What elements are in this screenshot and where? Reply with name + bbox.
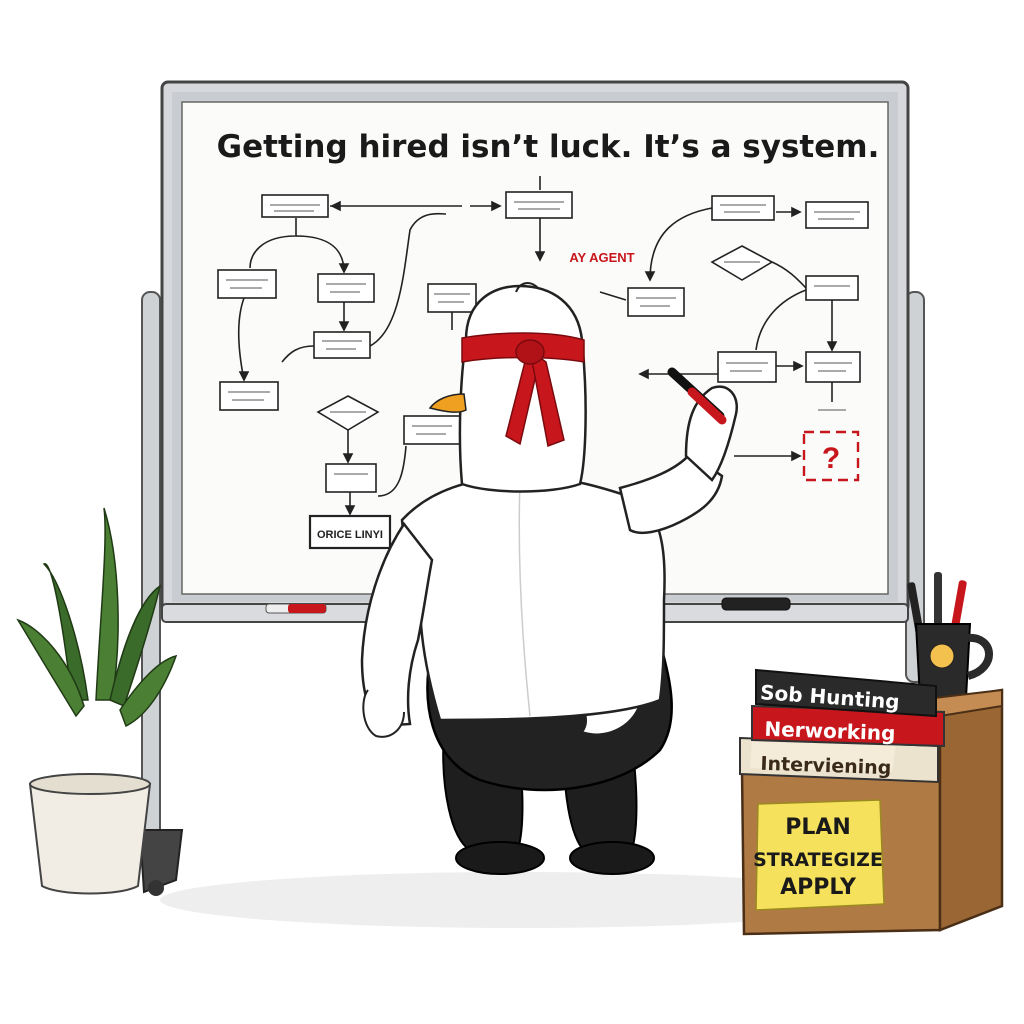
- flow-box: [711, 195, 775, 221]
- whiteboard-stand: [138, 291, 925, 896]
- flow-box: [308, 514, 392, 550]
- flow-box: [317, 273, 375, 303]
- book-title-middle: Nerworking: [764, 717, 896, 746]
- board-title: Getting hired isn’t luck. It’s a system.: [217, 129, 880, 165]
- book-stack: [739, 668, 945, 784]
- book-title-bottom: Interviening: [760, 753, 892, 780]
- question-box: ?: [802, 430, 860, 482]
- flow-box: [805, 201, 869, 229]
- potted-plant: [16, 507, 178, 895]
- flow-box: [805, 275, 859, 301]
- flow-box: [627, 287, 685, 317]
- flow-box: [505, 191, 573, 219]
- flowchart: [217, 176, 869, 550]
- flow-box: [219, 381, 279, 411]
- question-mark: ?: [822, 442, 840, 475]
- sticky-note: [755, 799, 885, 911]
- flow-box: [217, 269, 277, 299]
- floor-shadow: [160, 872, 880, 928]
- final-box-label: ORICE LINYI: [317, 529, 383, 541]
- flow-box: [805, 351, 861, 383]
- flow-box: [261, 194, 329, 218]
- flow-box: [313, 331, 371, 359]
- agent-label: AY AGENT: [569, 250, 634, 265]
- marker-mug: [907, 572, 993, 705]
- sticky-line-apply: APPLY: [780, 875, 857, 900]
- flow-box: [717, 351, 777, 383]
- sticky-line-strategize: STRATEGIZE: [753, 849, 883, 871]
- flow-box: [427, 283, 477, 313]
- penguin-character: [360, 282, 739, 875]
- flow-diamond: [710, 245, 774, 281]
- sticky-line-plan: PLAN: [785, 815, 851, 840]
- flow-box: [325, 463, 377, 493]
- flow-box: [403, 415, 461, 445]
